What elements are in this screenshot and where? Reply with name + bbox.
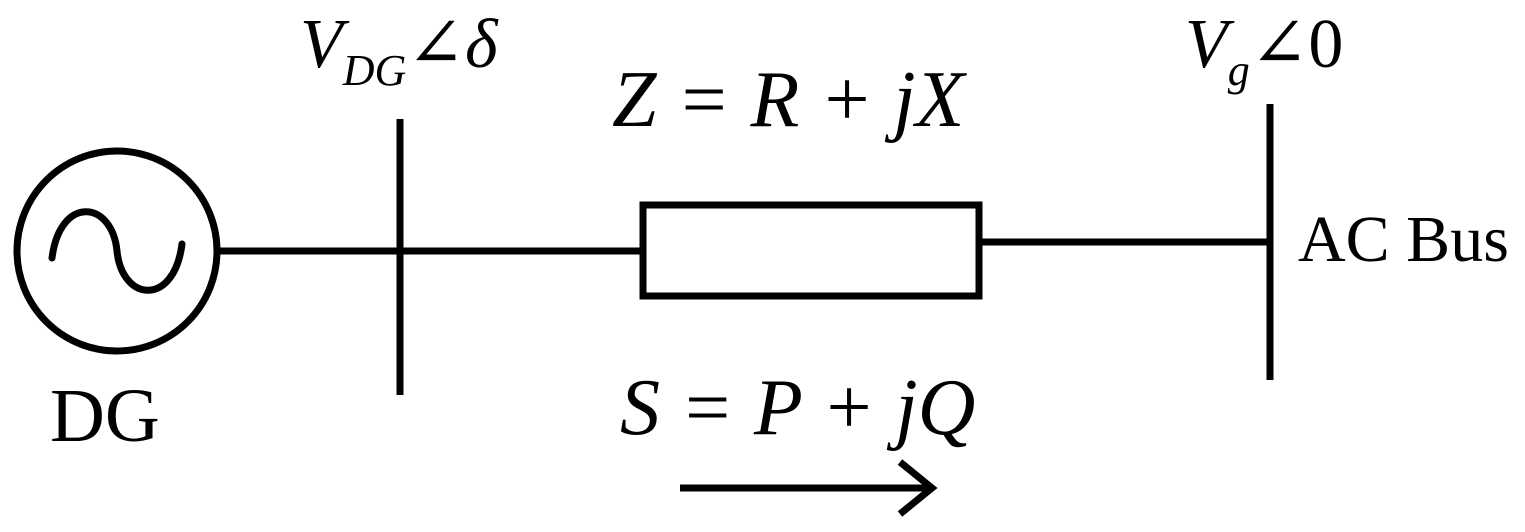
receiving-angle: 0 bbox=[1308, 6, 1344, 83]
source-label: DG bbox=[50, 374, 160, 458]
sending-bus-voltage-label: VDG∠δ bbox=[300, 10, 498, 93]
sending-voltage-symbol: V bbox=[300, 6, 343, 83]
receiving-voltage-subscript: g bbox=[1227, 46, 1250, 95]
ac-bus-label: AC Bus bbox=[1298, 203, 1509, 276]
receiving-voltage-symbol: V bbox=[1185, 6, 1228, 83]
receiving-bus-voltage-label: Vg∠0 bbox=[1185, 10, 1343, 93]
sending-angle-sign: ∠ bbox=[406, 6, 465, 83]
receiving-angle-sign: ∠ bbox=[1249, 6, 1309, 83]
power-flow-arrow-icon bbox=[680, 459, 938, 517]
sending-angle: δ bbox=[464, 6, 498, 83]
power-equation: S = P + jQ bbox=[620, 364, 976, 452]
impedance-equation: Z = R + jX bbox=[612, 56, 965, 144]
ac-source-icon bbox=[13, 147, 221, 355]
sending-voltage-subscript: DG bbox=[342, 46, 407, 95]
impedance-box bbox=[639, 201, 983, 300]
